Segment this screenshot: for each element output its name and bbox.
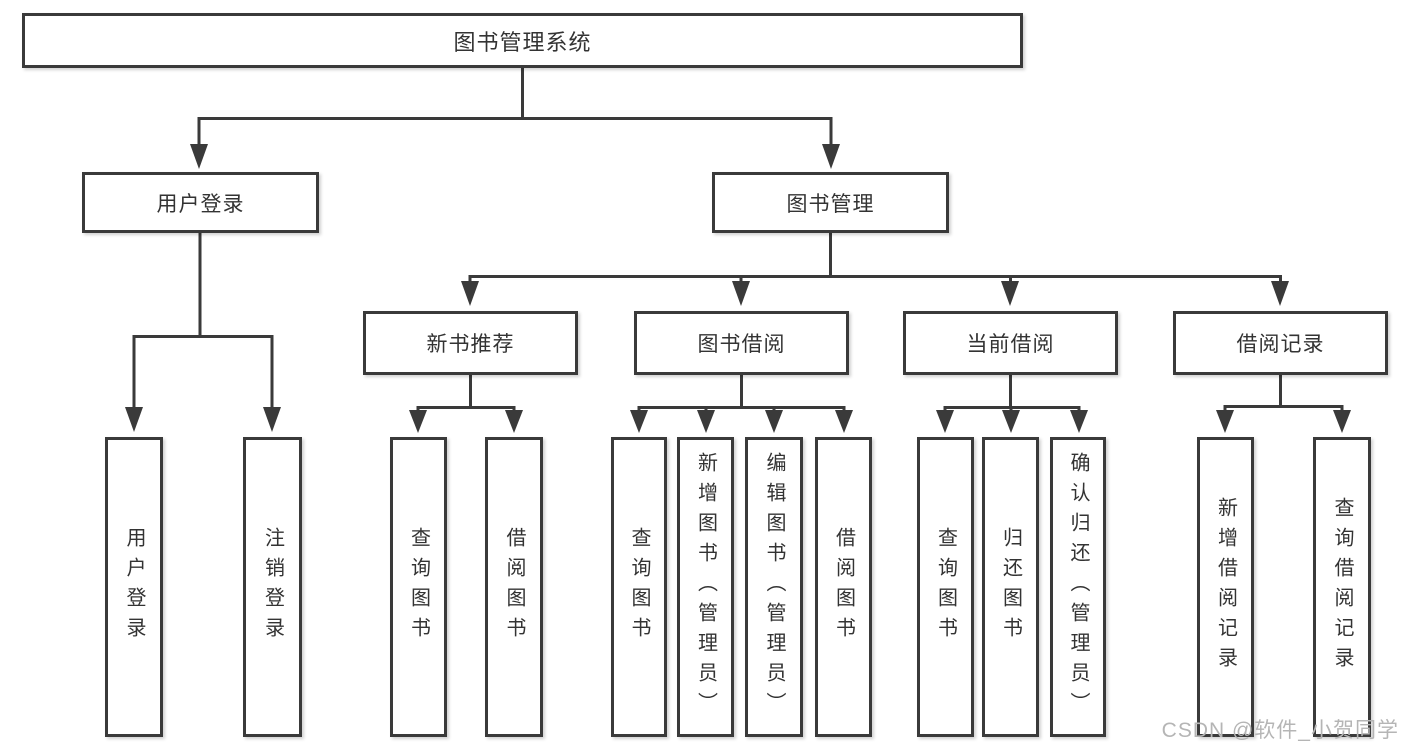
- arrow-down-icon: [1333, 410, 1351, 433]
- arrow-down-icon: [732, 281, 750, 306]
- leaf-edit-book-admin: 编辑图书（管理员）: [745, 437, 803, 737]
- connector-current-borrow-to-leaves: [943, 373, 1081, 412]
- connector-user-login-to-leaves: [132, 231, 274, 409]
- leaf-confirm-return-admin: 确认归还（管理员）: [1050, 437, 1106, 737]
- arrow-down-icon: [1216, 410, 1234, 433]
- connector-book-mgmt-to-level3: [468, 231, 1282, 283]
- arrow-down-icon: [936, 410, 954, 433]
- arrow-down-icon: [1271, 281, 1289, 306]
- connector-borrow-records-to-leaves: [1223, 373, 1344, 412]
- arrow-down-icon: [461, 281, 479, 306]
- arrowheads: [125, 144, 1351, 433]
- leaf-query-books-recommend: 查询图书: [390, 437, 447, 737]
- arrow-down-icon: [1002, 410, 1020, 433]
- connector-book-borrow-to-leaves: [637, 373, 846, 412]
- arrow-down-icon: [263, 407, 281, 432]
- leaf-query-borrow-record: 查询借阅记录: [1313, 437, 1371, 737]
- arrow-down-icon: [190, 144, 208, 169]
- arrow-down-icon: [505, 410, 523, 433]
- leaf-query-books-borrow: 查询图书: [611, 437, 667, 737]
- arrow-down-icon: [409, 410, 427, 433]
- node-user-login: 用户登录: [82, 172, 319, 233]
- connector-new-book-to-leaves: [416, 373, 516, 412]
- leaf-borrow-books: 借阅图书: [815, 437, 872, 737]
- leaf-add-book-admin: 新增图书（管理员）: [677, 437, 734, 737]
- arrow-down-icon: [1001, 281, 1019, 306]
- node-book-management: 图书管理: [712, 172, 949, 233]
- leaf-return-book: 归还图书: [982, 437, 1039, 737]
- arrow-down-icon: [822, 144, 840, 169]
- leaf-logout: 注销登录: [243, 437, 302, 737]
- arrow-down-icon: [835, 410, 853, 433]
- arrow-down-icon: [1070, 410, 1088, 433]
- node-new-book-recommend: 新书推荐: [363, 311, 578, 375]
- node-book-borrow: 图书借阅: [634, 311, 849, 375]
- arrow-down-icon: [765, 410, 783, 433]
- node-library-system-root: 图书管理系统: [22, 13, 1023, 68]
- arrow-down-icon: [630, 410, 648, 433]
- arrow-down-icon: [697, 410, 715, 433]
- node-current-borrow: 当前借阅: [903, 311, 1118, 375]
- connector-paths: [132, 66, 1344, 412]
- connector-root-to-level2: [197, 66, 833, 146]
- watermark: CSDN @软件_小贺同学: [1161, 719, 1399, 742]
- leaf-user-login: 用户登录: [105, 437, 163, 737]
- leaf-add-borrow-record: 新增借阅记录: [1197, 437, 1254, 737]
- leaf-query-books-current: 查询图书: [917, 437, 974, 737]
- node-borrow-records: 借阅记录: [1173, 311, 1388, 375]
- leaf-borrow-books-recommend: 借阅图书: [485, 437, 543, 737]
- arrow-down-icon: [125, 407, 143, 432]
